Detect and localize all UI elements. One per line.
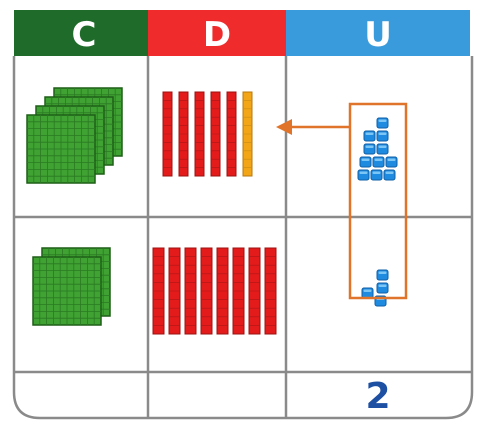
ten-rod (249, 248, 260, 334)
unit-cube (384, 170, 395, 180)
ten-rod (179, 92, 188, 176)
ten-rod (227, 92, 236, 176)
ten-rod (169, 248, 180, 334)
row-2-units-cell (362, 270, 388, 306)
header-label-tens: D (203, 15, 231, 55)
unit-cube (371, 170, 382, 180)
ten-rod (211, 92, 220, 176)
unit-cube (377, 283, 388, 293)
unit-cube (386, 157, 397, 167)
ten-rod (185, 248, 196, 334)
ten-rod (153, 248, 164, 334)
header-label-hundreds: C (72, 15, 97, 55)
result-units: 2 (365, 376, 390, 417)
unit-cube (362, 288, 373, 298)
ten-rod (265, 248, 276, 334)
ten-rod (163, 92, 172, 176)
ten-rod (233, 248, 244, 334)
unit-cube (377, 144, 388, 154)
unit-cube (377, 131, 388, 141)
unit-cube (364, 144, 375, 154)
row-2-hundreds-cell (33, 248, 110, 325)
header-label-units: U (364, 15, 392, 55)
unit-cube (360, 157, 371, 167)
row-1-hundreds-cell (27, 88, 122, 183)
unit-cube (377, 118, 388, 128)
ten-rod-regrouped (243, 92, 252, 176)
unit-cube (358, 170, 369, 180)
hundred-block (33, 257, 101, 325)
row-2-tens-cell (153, 248, 276, 334)
unit-cube (373, 157, 384, 167)
ten-rod (201, 248, 212, 334)
ten-rod (195, 92, 204, 176)
ten-rod (217, 248, 228, 334)
row-1-units-cell (358, 118, 397, 180)
unit-cube (364, 131, 375, 141)
row-1-tens-cell (163, 92, 252, 176)
header-row: C D U (14, 10, 470, 56)
hundred-block (27, 115, 95, 183)
unit-cube (377, 270, 388, 280)
